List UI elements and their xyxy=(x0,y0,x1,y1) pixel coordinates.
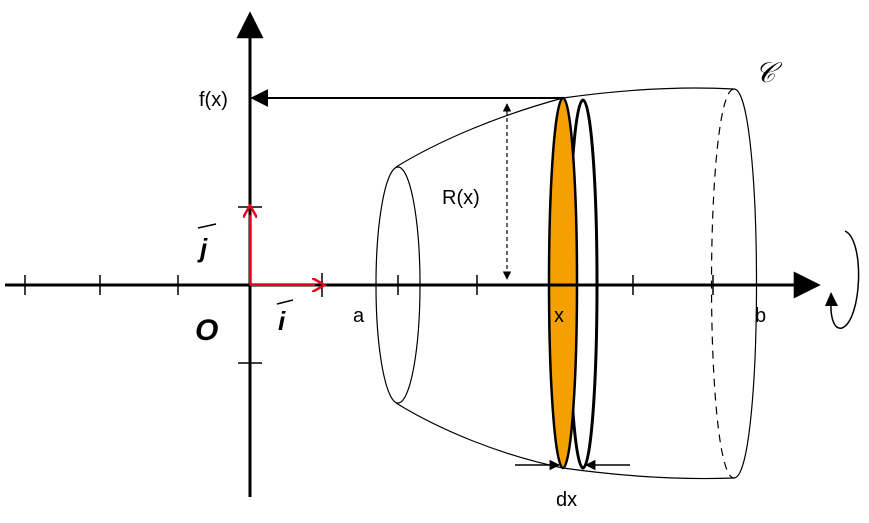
label-fx: f(x) xyxy=(199,89,228,111)
right-end-ellipse-front xyxy=(733,88,758,479)
j-vector-bar xyxy=(197,223,217,229)
label-i-vector: i xyxy=(278,306,286,336)
label-rx: R(x) xyxy=(442,187,480,209)
label-x: x xyxy=(554,305,564,327)
orange-slice xyxy=(547,96,579,470)
i-vector-bar xyxy=(276,299,294,305)
label-a: a xyxy=(353,305,365,327)
left-end-ellipse xyxy=(375,166,421,404)
label-dx: dx xyxy=(556,489,577,511)
rotation-arrowhead xyxy=(825,292,838,306)
label-b: b xyxy=(755,305,766,327)
label-j-vector: j xyxy=(197,233,208,263)
rotation-arrow xyxy=(830,230,860,329)
label-curve: 𝒞 xyxy=(755,56,783,89)
right-end-ellipse-back xyxy=(710,88,735,479)
label-origin: O xyxy=(195,314,218,347)
